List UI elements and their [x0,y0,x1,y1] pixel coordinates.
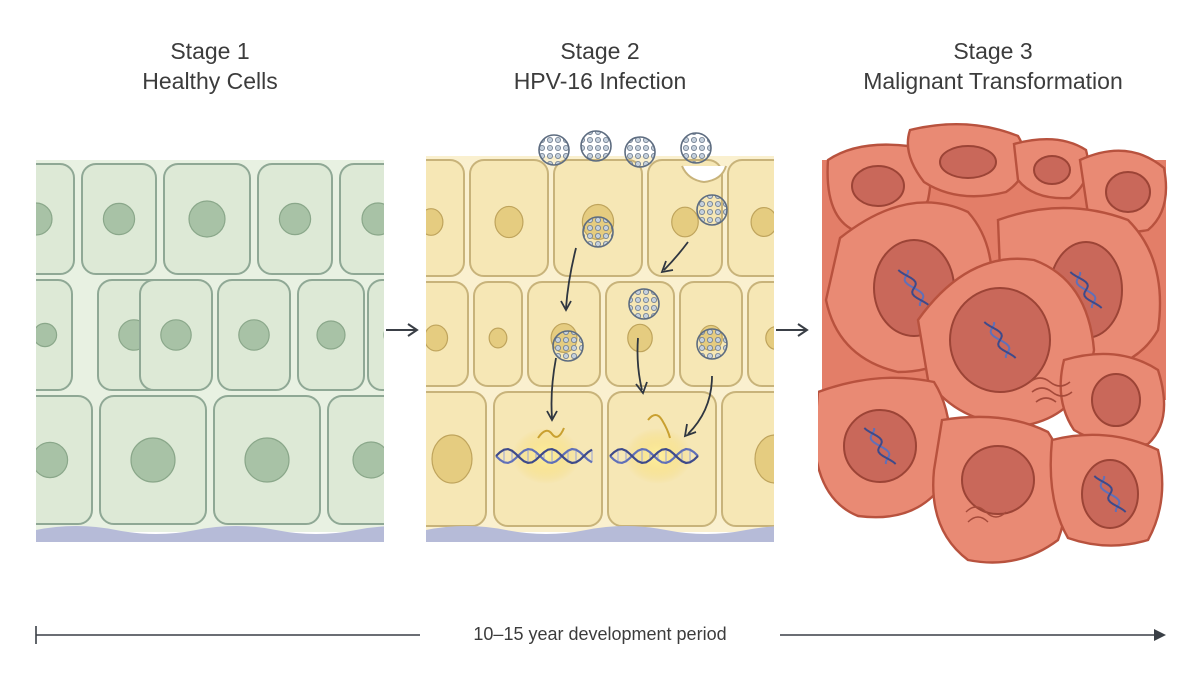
healthy-nucleus [36,322,58,348]
malignant-cell [1059,352,1166,447]
healthy-nucleus [160,319,192,351]
integration-glow [512,428,580,484]
timeline-label: 10–15 year development period [420,624,780,645]
malignant-nucleus [1033,155,1071,185]
healthy-nucleus [316,320,346,350]
healthy-cell-group [36,163,384,525]
healthy-nucleus [238,319,270,351]
healthy-cell [367,279,384,391]
stage-2-number: Stage 2 [560,38,640,64]
malignant-cell [1049,433,1164,547]
hpv-virus-particle [696,328,728,360]
dna-helix [1093,475,1127,513]
viral-dna-strand [647,414,671,439]
viral-dna-strand [537,427,565,439]
hpv-virus-particle [552,330,584,362]
infected-cell-group [426,159,774,527]
dna-helix [495,447,593,465]
infected-nucleus [431,434,473,484]
infected-nucleus [426,324,449,352]
infected-nucleus [750,206,774,238]
malignant-cell-group [818,123,1168,564]
infected-nucleus [426,208,444,236]
malignant-nucleus [961,445,1035,515]
hpv-virus-particle [538,134,570,166]
stage-3-name: Malignant Transformation [863,68,1123,94]
host-dna-group [495,414,699,465]
stage-1-number: Stage 1 [170,38,250,64]
infected-cell [426,159,465,277]
malignant-cells-illustration [818,123,1168,564]
hpv-virus-particle [580,130,612,162]
basement-membrane [426,526,774,542]
infected-nucleus [765,326,774,350]
healthy-nucleus [36,202,53,236]
hpv-virus-particle [680,132,712,164]
infected-cell [721,391,774,527]
healthy-nucleus [278,202,312,236]
organelle [965,506,1007,523]
healthy-nucleus [361,202,384,236]
healthy-nucleus [130,437,176,483]
stage-1-title: Stage 1 Healthy Cells [30,36,390,96]
infected-cell [747,281,774,387]
malignant-nucleus [1091,373,1141,427]
healthy-nucleus [36,441,69,479]
hpv-virus-particle [628,288,660,320]
infected-nucleus [754,434,774,484]
stage-1-name: Healthy Cells [142,68,278,94]
malignant-nucleus [851,165,905,207]
malignant-cell [906,123,1027,198]
stage-3-number: Stage 3 [953,38,1033,64]
malignant-cell [1012,138,1090,200]
malignant-nucleus [1105,171,1151,213]
virus-entry-notch [681,165,727,184]
virus-group [538,130,728,362]
stage-arrow-1 [386,323,419,337]
healthy-nucleus [188,200,226,238]
infected-nucleus [494,205,524,239]
infected-nucleus [627,323,653,353]
infected-nucleus [671,206,699,238]
dna-helix [1069,271,1103,309]
dna-helix [897,269,931,307]
hpv-virus-particle [624,136,656,168]
infected-nucleus [488,327,508,349]
hpv-infection-illustration [426,130,774,542]
malignant-cell [932,415,1069,564]
healthy-nucleus [352,441,384,479]
dna-helix [609,447,699,465]
malignant-nucleus [939,145,997,179]
healthy-cell [36,163,75,275]
malignant-cell [916,257,1096,428]
healthy-nucleus [102,202,136,236]
hpv-virus-particle [582,216,614,248]
dna-helix [863,427,897,465]
dna-helix [983,321,1017,359]
healthy-nucleus [244,437,290,483]
healthy-cells-illustration [36,160,384,542]
hpv-virus-particle [696,194,728,226]
basement-membrane [36,526,384,542]
stage-2-title: Stage 2 HPV-16 Infection [420,36,780,96]
organelle [1029,377,1073,403]
stage-arrow-2 [776,323,809,337]
stage-3-title: Stage 3 Malignant Transformation [813,36,1173,96]
infection-path-arrows [546,241,713,438]
stage-2-name: HPV-16 Infection [513,68,687,94]
malignant-cell [818,376,952,519]
